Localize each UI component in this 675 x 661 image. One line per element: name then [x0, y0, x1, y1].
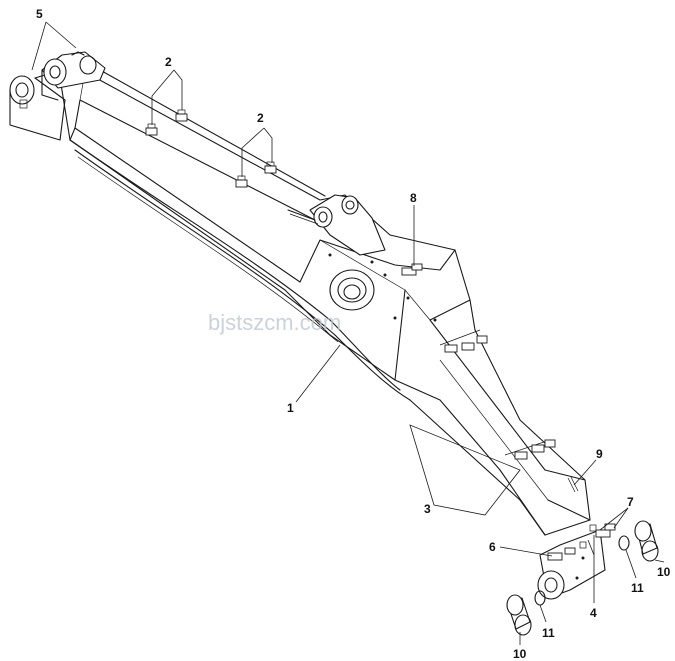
pad-a — [145, 123, 158, 136]
callout-2-second: 2 — [257, 111, 264, 125]
boom-body — [59, 69, 591, 536]
pad-b — [175, 109, 188, 122]
bushing-left — [506, 594, 532, 636]
shim-right — [618, 535, 630, 551]
callout-4: 4 — [590, 606, 597, 620]
mid-arm-pads — [444, 335, 579, 493]
callout-10-right: 10 — [657, 565, 671, 579]
callout-7: 7 — [627, 495, 634, 509]
top-pads — [145, 109, 277, 188]
callout-3: 3 — [424, 502, 431, 516]
callout-11-right: 11 — [631, 581, 644, 595]
callout-8: 8 — [410, 191, 417, 205]
arm-cylinder-lug — [287, 194, 423, 276]
pad-d — [264, 161, 277, 174]
boom-cylinder-boss — [328, 253, 437, 322]
callout-2-first: 2 — [165, 55, 172, 69]
pad-c — [235, 175, 248, 188]
watermark-text: bjstszcm.com — [208, 310, 341, 335]
callout-10-left: 10 — [513, 647, 527, 661]
callout-6: 6 — [489, 540, 496, 554]
callout-labels: 5 2 2 8 1 9 3 7 6 10 11 4 11 10 — [36, 7, 671, 661]
callout-1: 1 — [287, 401, 294, 415]
arm-end-pivot — [537, 523, 616, 600]
leader-lines — [31, 21, 665, 645]
cylinder-mount-lug — [41, 51, 106, 101]
bushing-right — [634, 520, 659, 562]
callout-5: 5 — [36, 7, 43, 21]
callout-11-left: 11 — [542, 626, 555, 640]
callout-9: 9 — [596, 447, 603, 461]
